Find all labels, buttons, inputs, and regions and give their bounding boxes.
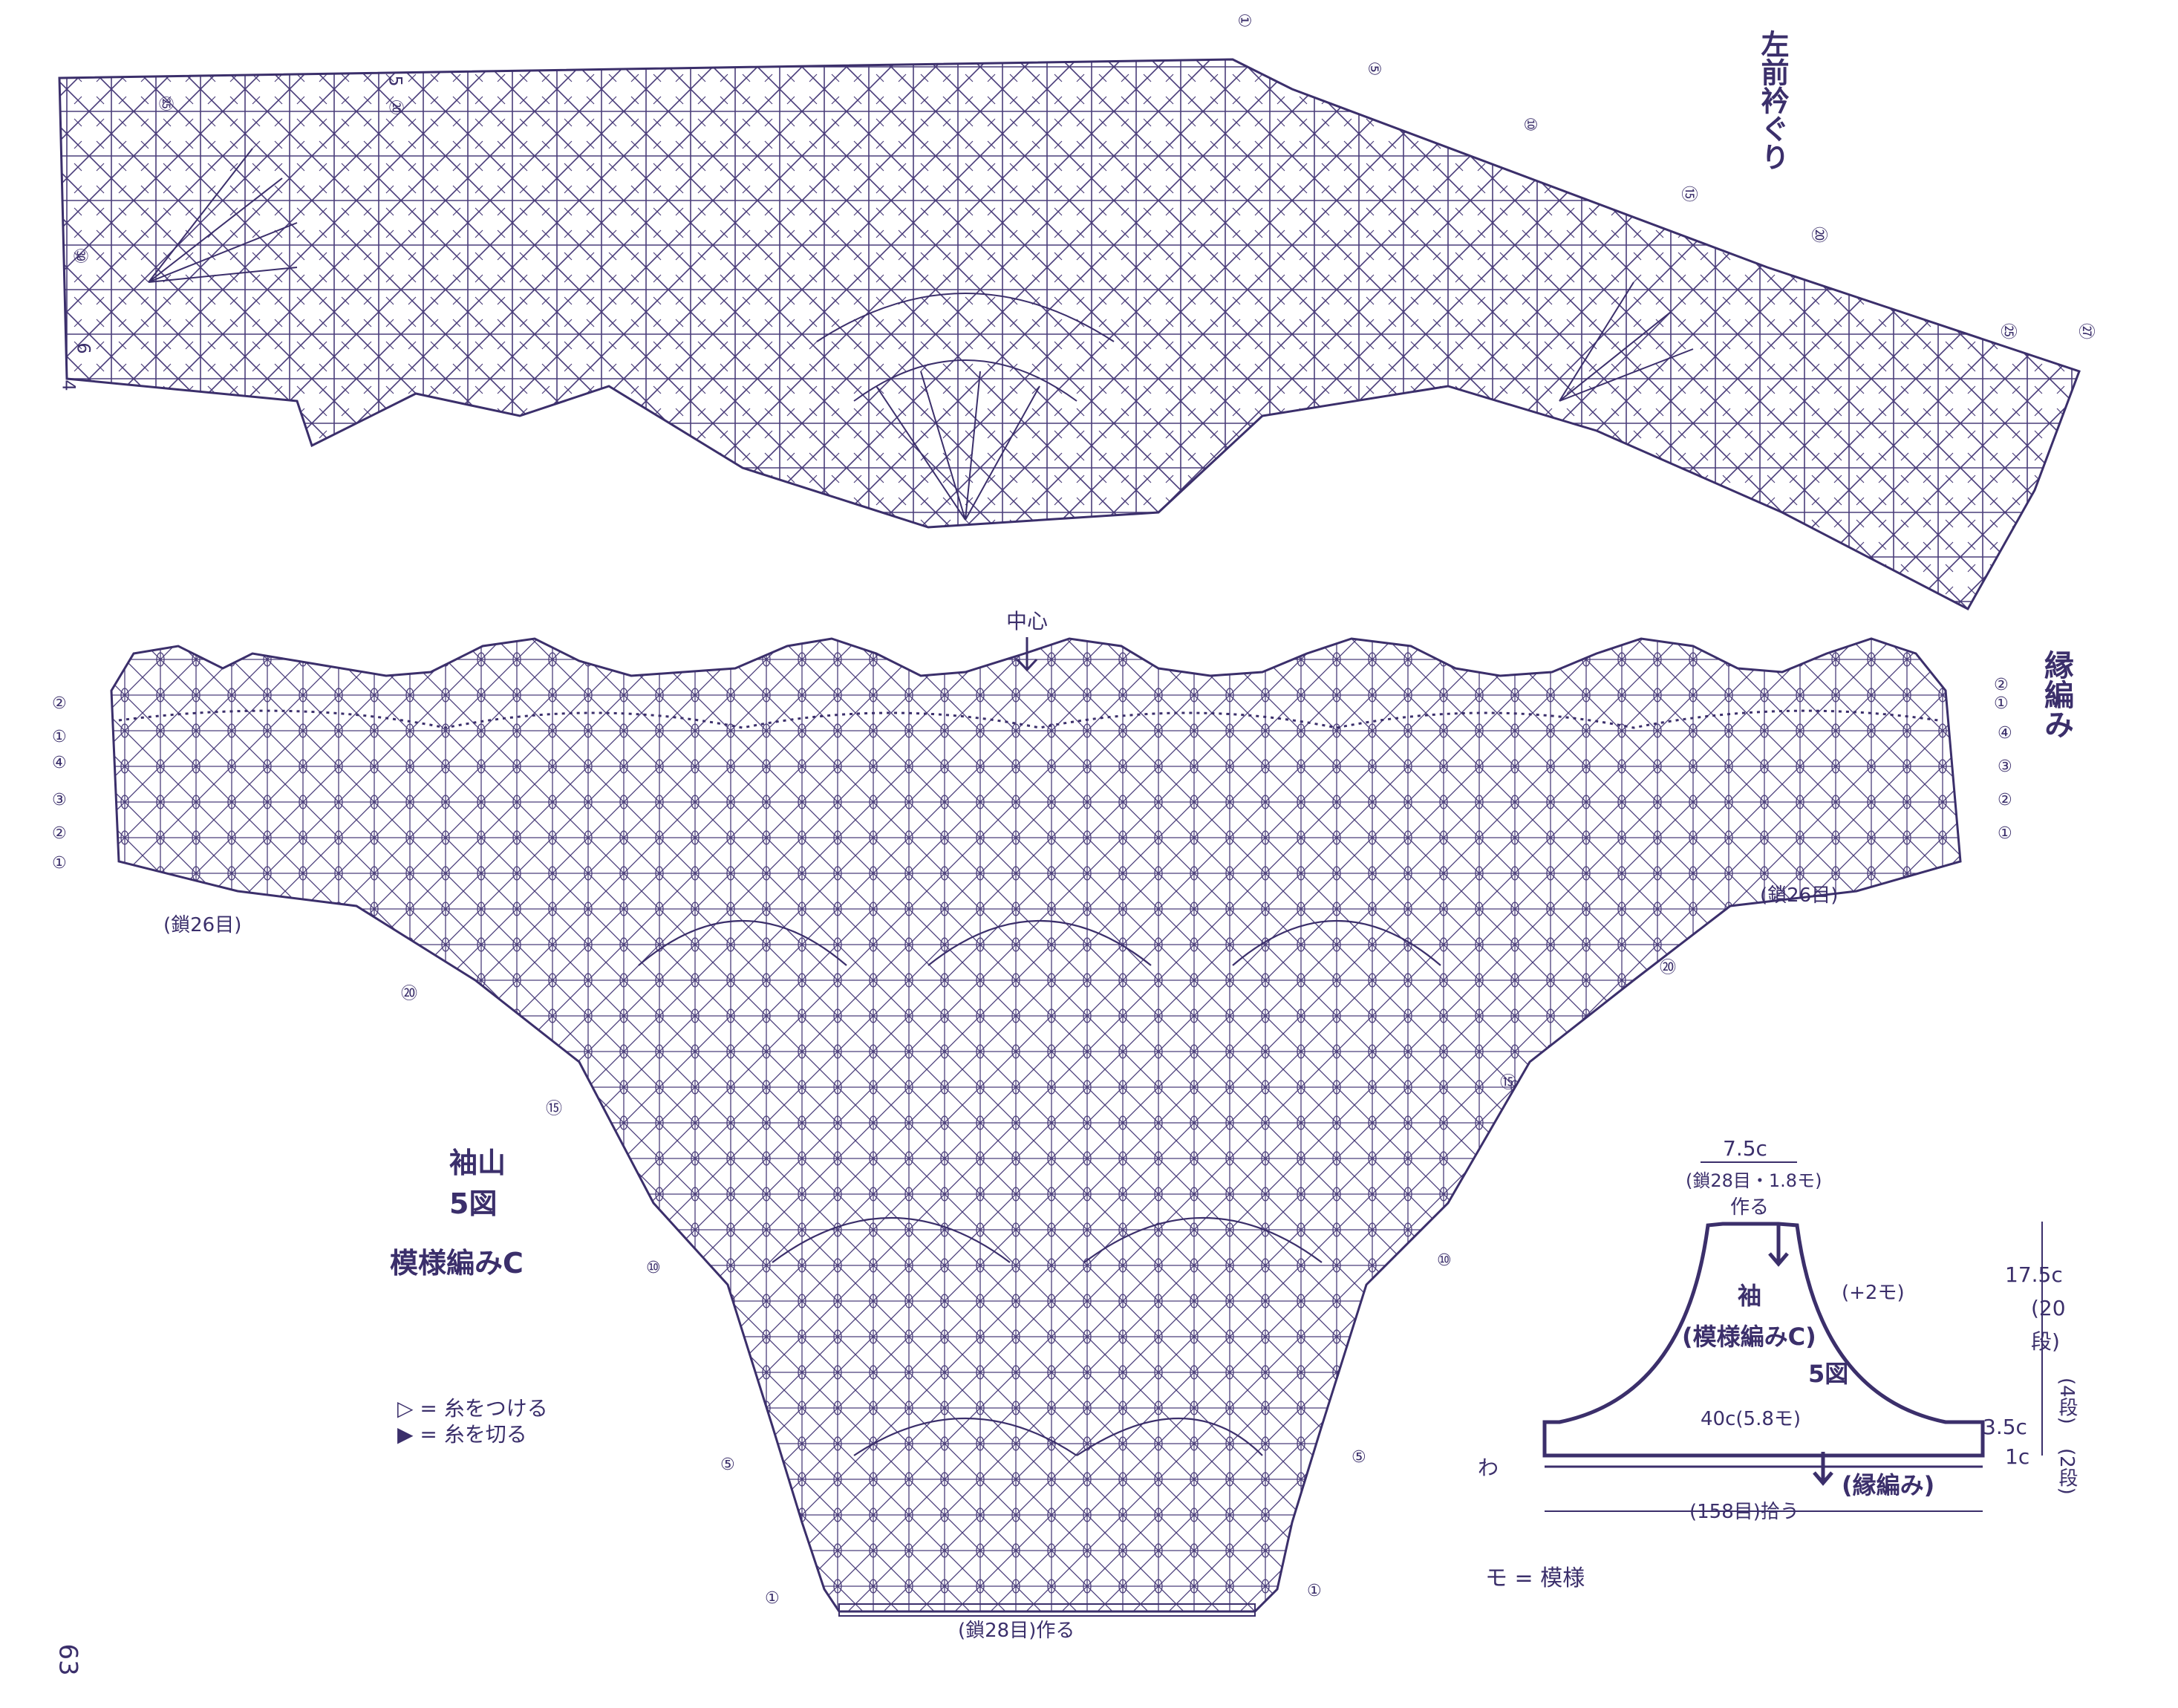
schematic-edging: (縁編み) bbox=[1842, 1471, 1935, 1499]
row-20-left: ⑳ bbox=[401, 985, 418, 1003]
row-5-right: ⑤ bbox=[1352, 1448, 1366, 1467]
caption-figure: 5図 bbox=[449, 1187, 498, 1220]
collar-row-marker: ⑮ bbox=[1679, 185, 1698, 203]
foundation-chain: (鎖28目)作る bbox=[958, 1620, 1075, 1642]
edging-row-left: ② bbox=[52, 824, 67, 843]
caption-sleeve-cap: 袖山 bbox=[449, 1147, 506, 1179]
collar-chart bbox=[58, 58, 2081, 611]
edging-row-right: ① bbox=[1998, 824, 2012, 843]
schematic-width: 40c(5.8モ) bbox=[1701, 1408, 1802, 1430]
collar-number: ㉕ bbox=[157, 96, 175, 111]
collar-row-marker: ⑳ bbox=[1809, 226, 1828, 244]
schematic-top-width: 7.5c bbox=[1723, 1136, 1767, 1161]
collar-row-marker: ㉕ bbox=[1998, 322, 2018, 340]
center-label: 中心 bbox=[1006, 609, 1049, 633]
edging-row-right: ② bbox=[1994, 676, 2009, 694]
legend-attach: ▷ = 糸をつける bbox=[397, 1396, 548, 1421]
collar-number: 5 bbox=[385, 75, 406, 87]
schematic-rows1b: 段) bbox=[2031, 1329, 2060, 1354]
schematic-title2: (模様編みC) bbox=[1682, 1323, 1816, 1351]
caption-pattern: 模様編みC bbox=[390, 1247, 524, 1280]
collar-number: 6 bbox=[73, 342, 94, 354]
schematic-rows1a: (20 bbox=[2031, 1296, 2066, 1320]
schematic-height1: 17.5c bbox=[2005, 1262, 2063, 1287]
row-15-right: ⑮ bbox=[1500, 1074, 1517, 1092]
sleeve-chart bbox=[110, 637, 1962, 1617]
sleeve-schematic bbox=[1542, 1161, 2043, 1512]
edging-row-right: ④ bbox=[1998, 724, 2012, 743]
edging-row-left: ① bbox=[52, 728, 67, 746]
edging-row-right: ① bbox=[1994, 694, 2009, 713]
edging-row-left: ④ bbox=[52, 754, 67, 772]
collar-title: 左前衿ぐり bbox=[1756, 30, 1789, 171]
row-15-left: ⑮ bbox=[546, 1100, 563, 1118]
edging-row-left: ① bbox=[52, 854, 67, 873]
collar-row-marker: ㉗ bbox=[2076, 322, 2096, 340]
edging-label: 縁編み bbox=[2039, 650, 2073, 739]
row-1-right: ① bbox=[1307, 1582, 1322, 1600]
edging-row-right: ② bbox=[1998, 791, 2012, 809]
schematic-rows2: (4段) bbox=[2055, 1378, 2078, 1424]
schematic-pickup: (158目)拾う bbox=[1689, 1501, 1799, 1523]
legend-cut: ▶ = 糸を切る bbox=[397, 1422, 527, 1447]
row-10-left: ⑩ bbox=[646, 1259, 661, 1277]
chain-right: (鎖26目) bbox=[1760, 884, 1839, 907]
schematic-ring: わ bbox=[1478, 1456, 1499, 1480]
edging-row-left: ② bbox=[52, 694, 67, 713]
edging-row-left: ③ bbox=[52, 791, 67, 809]
row-20-right: ⑳ bbox=[1660, 959, 1677, 977]
schematic-title3: 5図 bbox=[1808, 1360, 1849, 1388]
collar-row-marker: ⑩ bbox=[1520, 117, 1539, 132]
collar-number: ⑳ bbox=[387, 100, 405, 115]
schematic-title1: 袖 bbox=[1738, 1282, 1762, 1310]
page-number: 63 bbox=[53, 1643, 83, 1676]
row-1-left: ① bbox=[765, 1589, 780, 1608]
legend-mo: モ = 模様 bbox=[1485, 1565, 1585, 1591]
row-5-left: ⑤ bbox=[720, 1456, 735, 1474]
collar-number: 4 bbox=[58, 379, 79, 391]
schematic-height3: 1c bbox=[2005, 1444, 2030, 1469]
schematic-rows3: (2段) bbox=[2055, 1448, 2078, 1495]
collar-row-marker: ⑤ bbox=[1364, 61, 1383, 76]
chain-left: (鎖26目) bbox=[163, 914, 242, 936]
edging-row-right: ③ bbox=[1998, 757, 2012, 776]
schematic-increase: (+2モ) bbox=[1842, 1282, 1905, 1304]
schematic-height2: 3.5c bbox=[1983, 1415, 2027, 1439]
row-10-right: ⑩ bbox=[1437, 1251, 1452, 1270]
collar-number: ㉚ bbox=[71, 248, 90, 264]
schematic-top-chain: (鎖28目・1.8モ) bbox=[1686, 1170, 1822, 1191]
collar-row-marker: ① bbox=[1234, 13, 1253, 28]
schematic-top-make: 作る bbox=[1730, 1196, 1770, 1219]
